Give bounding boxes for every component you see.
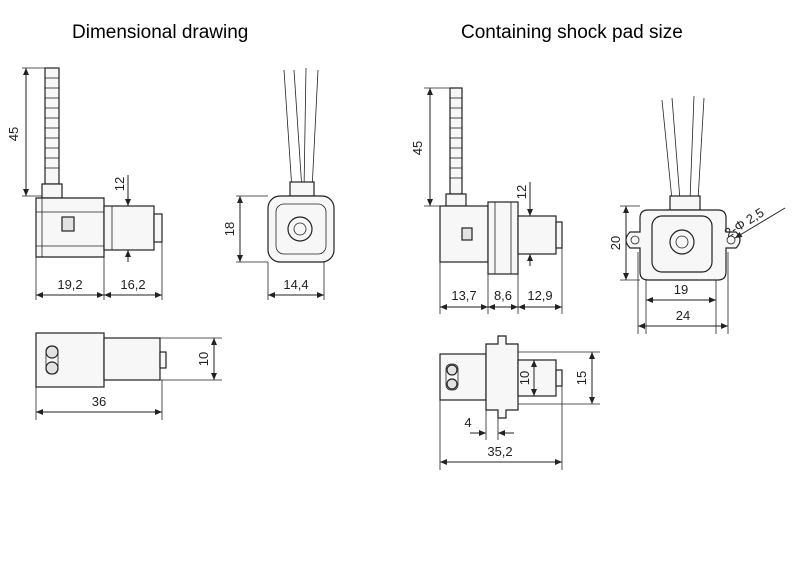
dim-right-4: 4 bbox=[464, 415, 471, 430]
left-front-view: 18 14,4 bbox=[222, 67, 335, 300]
left-title: Dimensional drawing bbox=[72, 22, 249, 43]
dim-right-20: 20 bbox=[608, 236, 623, 250]
dim-left-19-2: 19,2 bbox=[57, 277, 82, 292]
dim-left-45: 45 bbox=[6, 127, 21, 141]
dim-right-15: 15 bbox=[574, 371, 589, 385]
dim-left-36: 36 bbox=[92, 394, 106, 409]
dim-right-12: 12 bbox=[514, 185, 529, 199]
dim-left-10: 10 bbox=[196, 352, 211, 366]
right-side-view: 45 12 13,7 8,6 12,9 bbox=[410, 87, 563, 314]
dim-right-45: 45 bbox=[410, 141, 425, 155]
dim-right-13-7: 13,7 bbox=[451, 288, 476, 303]
right-title: Containing shock pad size bbox=[461, 22, 683, 43]
dim-right-19: 19 bbox=[674, 282, 688, 297]
dim-right-35-2: 35,2 bbox=[487, 444, 512, 459]
left-bottom-view: 10 36 bbox=[35, 332, 222, 420]
left-side-view: 45 12 19,2 16,2 bbox=[6, 67, 163, 300]
dim-left-16-2: 16,2 bbox=[120, 277, 145, 292]
dim-right-8-6: 8,6 bbox=[494, 288, 512, 303]
right-front-view: 20 2-Φ 2,5 19 24 bbox=[608, 95, 786, 334]
dim-right-10: 10 bbox=[517, 371, 532, 385]
dim-left-12: 12 bbox=[112, 177, 127, 191]
dim-right-24: 24 bbox=[676, 308, 690, 323]
dim-right-12-9: 12,9 bbox=[527, 288, 552, 303]
dim-left-18: 18 bbox=[222, 222, 237, 236]
right-bottom-view: 10 15 4 35,2 bbox=[439, 335, 600, 470]
dim-left-14-4: 14,4 bbox=[283, 277, 308, 292]
